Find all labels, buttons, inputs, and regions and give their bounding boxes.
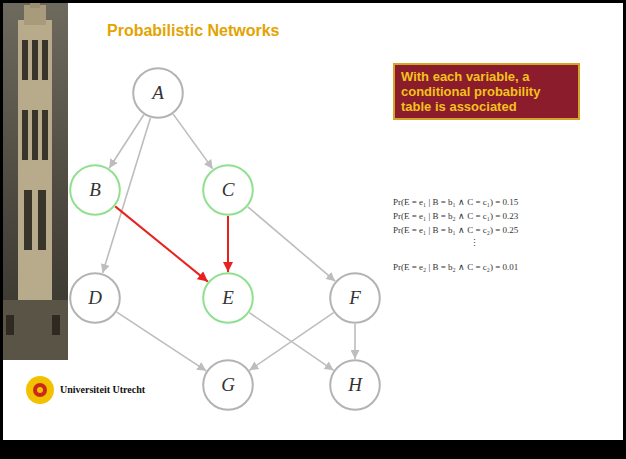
variable-node: E [202, 272, 254, 324]
node-letter: A [132, 67, 184, 119]
highlighted-arc [115, 206, 208, 281]
node-letter: E [202, 272, 254, 324]
tower-photo [0, 0, 68, 360]
probability-entry: Pr(E = e₂ | B = b₂ ∧ C = c₂) = 0.01 [393, 262, 518, 272]
probability-entry: Pr(E = e₁ | B = b₁ ∧ C = c₁) = 0.15 [393, 197, 518, 207]
callout-text: With each variable, a conditional probab… [401, 69, 572, 114]
node-letter: G [202, 359, 254, 411]
variable-node: H [329, 359, 381, 411]
ellipsis-dots: ⋮ [470, 238, 479, 248]
dependency-arc [249, 313, 333, 371]
dependency-arc [249, 313, 333, 371]
variable-node: F [329, 272, 381, 324]
node-letter: C [202, 164, 254, 216]
dependency-arc [354, 324, 356, 359]
dependency-arc [109, 115, 144, 168]
logo-ground [0, 360, 160, 440]
node-letter: F [329, 272, 381, 324]
dependency-arc [173, 114, 213, 169]
probability-entry: Pr(E = e₁ | B = b₂ ∧ C = c₁) = 0.23 [393, 211, 518, 221]
variable-node: B [69, 164, 121, 216]
highlighted-arc [227, 216, 229, 272]
node-letter: D [69, 272, 121, 324]
node-letter: B [69, 164, 121, 216]
variable-node: A [132, 67, 184, 119]
variable-node: G [202, 359, 254, 411]
slide-title: Probabilistic Networks [107, 22, 280, 40]
logo-emblem [26, 376, 54, 404]
variable-node: D [69, 272, 121, 324]
callout-box: With each variable, a conditional probab… [393, 63, 580, 120]
dependency-arc [117, 312, 206, 371]
logo-text: Universiteit Utrecht [60, 384, 145, 395]
dependency-arc [248, 207, 335, 281]
node-letter: H [329, 359, 381, 411]
probability-entry: Pr(E = e₁ | B = b₁ ∧ C = c₂) = 0.25 [393, 225, 518, 235]
variable-node: C [202, 164, 254, 216]
